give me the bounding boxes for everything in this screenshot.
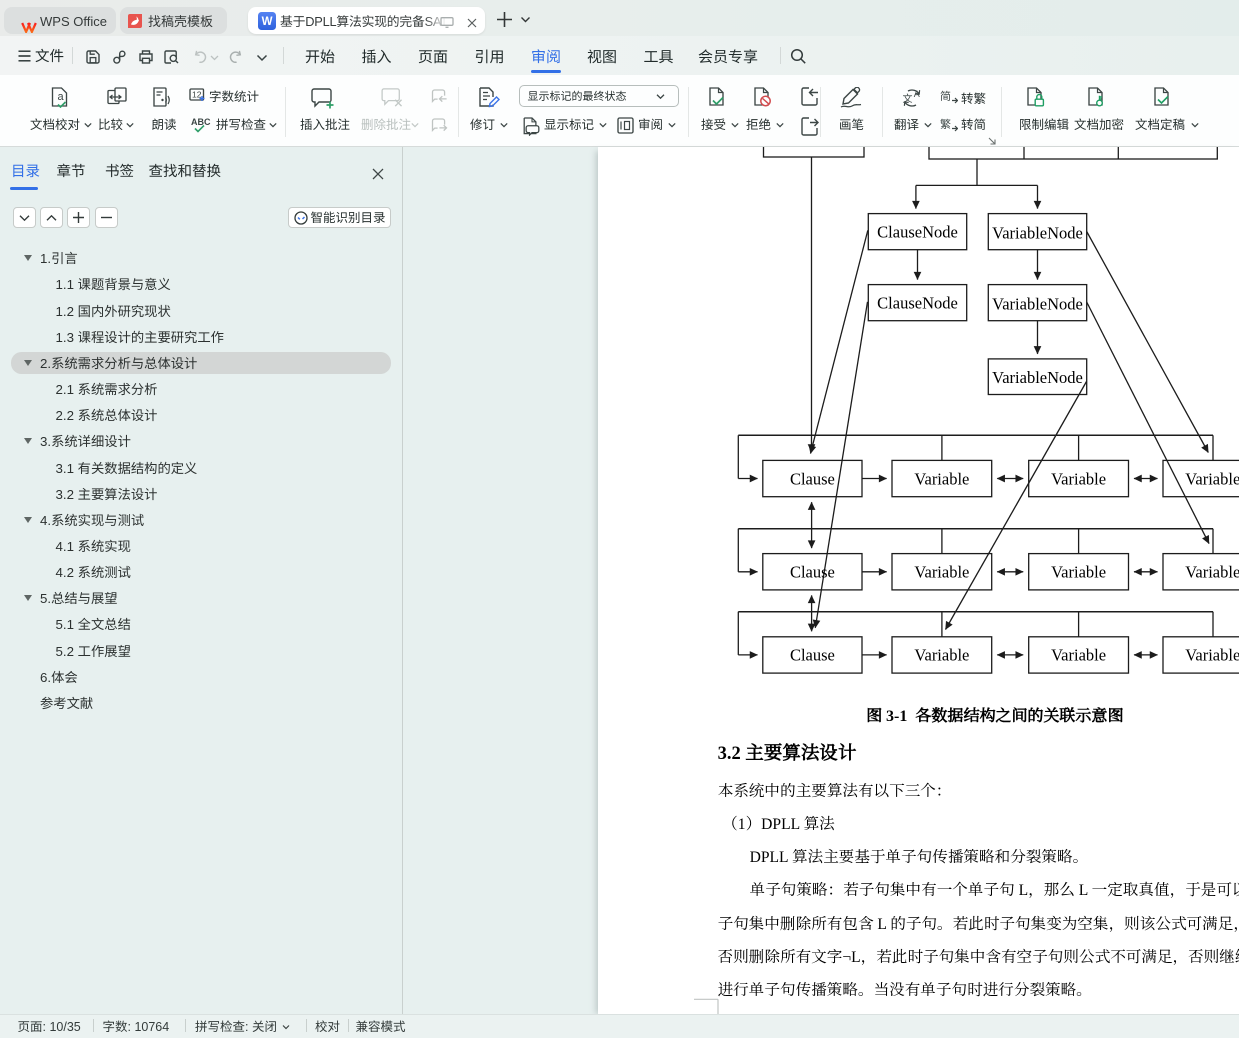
svg-text:简: 简 — [940, 89, 951, 104]
svg-text:VariableNode: VariableNode — [992, 224, 1083, 243]
svg-text:Variable: Variable — [914, 563, 969, 582]
svg-text:文: 文 — [903, 90, 913, 105]
svg-text:Clause: Clause — [790, 563, 835, 582]
svg-text:Variable: Variable — [1051, 563, 1106, 582]
svg-text:Variable: Variable — [1051, 646, 1106, 665]
svg-text:繁: 繁 — [940, 117, 951, 132]
svg-text:Clause: Clause — [790, 469, 835, 488]
svg-text:ClauseNode: ClauseNode — [877, 294, 958, 313]
svg-text:Variable: Variable — [914, 646, 969, 665]
svg-text:Variable: Variable — [1185, 469, 1239, 488]
svg-text:ClauseNode: ClauseNode — [877, 223, 958, 242]
svg-text:A: A — [914, 89, 920, 99]
svg-text:12: 12 — [192, 90, 202, 100]
svg-text:Variable: Variable — [1185, 646, 1239, 665]
svg-text:VariableNode: VariableNode — [992, 295, 1083, 314]
svg-text:Clause: Clause — [790, 646, 835, 665]
svg-text:a: a — [58, 91, 65, 103]
svg-text:Variable: Variable — [914, 469, 969, 488]
svg-text:VariableNode: VariableNode — [992, 368, 1083, 387]
svg-text:Variable: Variable — [1051, 469, 1106, 488]
svg-text:W: W — [261, 16, 272, 28]
svg-text:Variable: Variable — [1185, 563, 1239, 582]
svg-text:ABC: ABC — [191, 117, 211, 127]
